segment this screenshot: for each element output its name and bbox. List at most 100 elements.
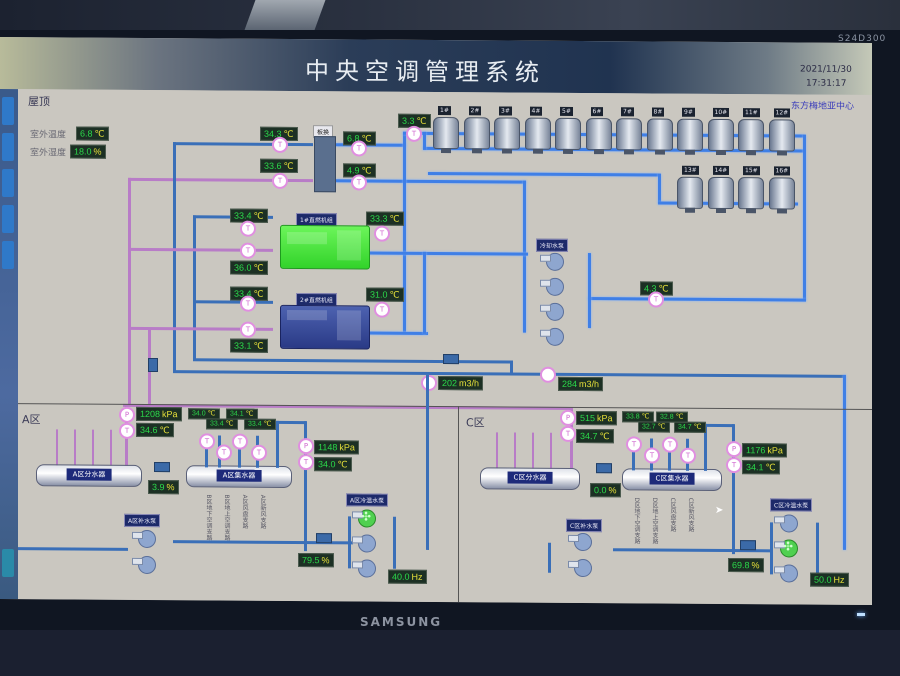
- zone-c-circ-valve-icon[interactable]: [740, 540, 756, 551]
- temp-sensor-icon: T: [119, 422, 135, 439]
- monitor-model: S24D300: [838, 34, 887, 44]
- cooling-tower[interactable]: [707, 118, 734, 152]
- cooling-pump-1[interactable]: [546, 252, 564, 271]
- pipe: [18, 547, 128, 551]
- nav-tab-5[interactable]: [2, 240, 14, 270]
- zone-c-circ-valve-position: 69.8%: [728, 558, 764, 573]
- zone-a-makeup-pump-1[interactable]: [138, 529, 156, 549]
- cooling-tower[interactable]: [707, 176, 734, 210]
- nav-tab-1[interactable]: [2, 96, 14, 126]
- zone-c-makeup-pump-2[interactable]: [574, 558, 592, 578]
- pipe: [588, 253, 591, 329]
- pipe: [428, 171, 658, 177]
- cooling-tower[interactable]: [677, 118, 703, 151]
- cooling-pump-2[interactable]: [546, 277, 564, 296]
- zone-a-distributor[interactable]: A区分水器: [36, 464, 142, 487]
- cooling-pump-4[interactable]: [546, 327, 564, 346]
- organization-name: 东方梅地亚中心: [790, 98, 856, 112]
- cooling-tower[interactable]: [616, 118, 642, 151]
- expansion-valve-icon[interactable]: [148, 357, 158, 373]
- flow-sensor-icon: [540, 366, 556, 383]
- bypass-valve-icon[interactable]: [443, 354, 459, 365]
- zone-a-circ-valve-position: 79.5%: [298, 553, 334, 568]
- zone-c-circ-pump-3[interactable]: [780, 564, 798, 583]
- cooling-tower[interactable]: [738, 119, 764, 152]
- zone-c-circ-pump-1[interactable]: [780, 514, 798, 533]
- zone-a-circ-valve-icon[interactable]: [316, 533, 332, 544]
- zone-c-makeup-pump-label: C区补水泵: [566, 518, 603, 533]
- hx-left-bottom-temp: 33.6℃: [260, 158, 298, 174]
- cooling-tower[interactable]: [677, 176, 703, 209]
- chiller-1[interactable]: [280, 224, 370, 270]
- cooling-tower[interactable]: [768, 119, 795, 152]
- zone-c-return-temp: 34.1℃: [742, 460, 780, 475]
- pipe: [276, 420, 306, 425]
- zone-c-makeup-pump-1[interactable]: [574, 532, 592, 552]
- outdoor-temp-readout: 6.8℃: [76, 126, 109, 141]
- cooling-tower[interactable]: [585, 118, 612, 151]
- cooling-pump-3[interactable]: [546, 302, 564, 321]
- zone-a-circ-pump-3[interactable]: [358, 559, 376, 578]
- pipe: [550, 432, 552, 473]
- cooling-tower-label: 15#: [743, 166, 760, 176]
- zone-a-branch-temp: 33.4℃: [206, 418, 238, 430]
- pipe: [173, 370, 843, 378]
- zone-c-bypass-valve-icon[interactable]: [596, 463, 612, 474]
- zone-c-branch-temp: 34.7℃: [674, 421, 706, 433]
- scada-screen: 中央空调管理系统 2021/11/30 17:31:17 屋顶 室外温度 6.8…: [0, 36, 872, 606]
- pressure-sensor-icon: P: [560, 409, 576, 426]
- pressure-sensor-icon: P: [298, 438, 314, 455]
- zone-a-circ-pump-2[interactable]: [358, 534, 376, 553]
- nav-tab-6[interactable]: [2, 548, 14, 578]
- zone-c-circ-pump-2[interactable]: [780, 539, 798, 558]
- temp-sensor-icon: T: [680, 447, 696, 464]
- cooling-tower[interactable]: [433, 116, 459, 150]
- zone-a-circ-pump-1[interactable]: [358, 509, 376, 528]
- title-bar: 中央空调管理系统 2021/11/30 17:31:17: [0, 36, 872, 96]
- temp-sensor-icon: T: [240, 220, 256, 237]
- temp-sensor-icon: T: [626, 436, 642, 453]
- zone-c-circ-pump-label: C区冷温水泵: [770, 498, 813, 512]
- nav-tab-3[interactable]: [2, 168, 14, 198]
- outdoor-humidity-label: 室外湿度: [30, 148, 67, 159]
- temp-sensor-icon: T: [351, 174, 367, 191]
- section-divider: [458, 406, 459, 603]
- cooling-tower[interactable]: [646, 118, 673, 151]
- pipe: [704, 423, 734, 428]
- zone-a-makeup-pump-label: A区补水泵: [124, 513, 161, 528]
- temp-sensor-icon: T: [240, 295, 256, 312]
- zone-c-supply-temp: 34.7℃: [576, 428, 614, 444]
- pipe: [276, 420, 279, 468]
- cooling-tower-label: 3#: [499, 106, 512, 116]
- cooling-tower[interactable]: [494, 117, 520, 150]
- temp-sensor-icon: T: [644, 447, 660, 464]
- zone-c-collector[interactable]: C区集水器: [622, 468, 722, 491]
- plate-heat-exchanger[interactable]: [314, 136, 336, 193]
- chiller-1-out-temp: 36.0℃: [230, 260, 268, 275]
- zone-a-collector[interactable]: A区集水器: [186, 465, 292, 488]
- cooling-tower[interactable]: [768, 177, 795, 210]
- cooling-pumps-label: 冷却水泵: [536, 238, 569, 252]
- zone-a-bypass-valve-icon[interactable]: [154, 462, 170, 473]
- pipe: [56, 429, 58, 470]
- temp-sensor-icon: T: [351, 140, 367, 157]
- nav-tab-2[interactable]: [2, 132, 14, 162]
- cooling-tower[interactable]: [463, 117, 490, 150]
- cooling-tower[interactable]: [738, 177, 764, 210]
- chiller-2[interactable]: [280, 304, 370, 350]
- cooling-tower-label: 14#: [712, 165, 730, 176]
- cooling-tower-label: 11#: [743, 108, 760, 118]
- temp-sensor-icon: T: [240, 242, 256, 259]
- zone-c-distributor[interactable]: C区分水器: [480, 467, 580, 491]
- nav-tab-4[interactable]: [2, 204, 14, 234]
- branch-label: B区地上空调支路: [223, 494, 230, 541]
- cooling-tower[interactable]: [555, 117, 581, 151]
- zone-a-makeup-pump-2[interactable]: [138, 555, 156, 575]
- temp-sensor-icon: T: [232, 433, 248, 450]
- cooling-tower[interactable]: [524, 117, 551, 150]
- branch-label: C区新风支路: [687, 497, 694, 533]
- cooling-tower-label: 4#: [529, 106, 543, 116]
